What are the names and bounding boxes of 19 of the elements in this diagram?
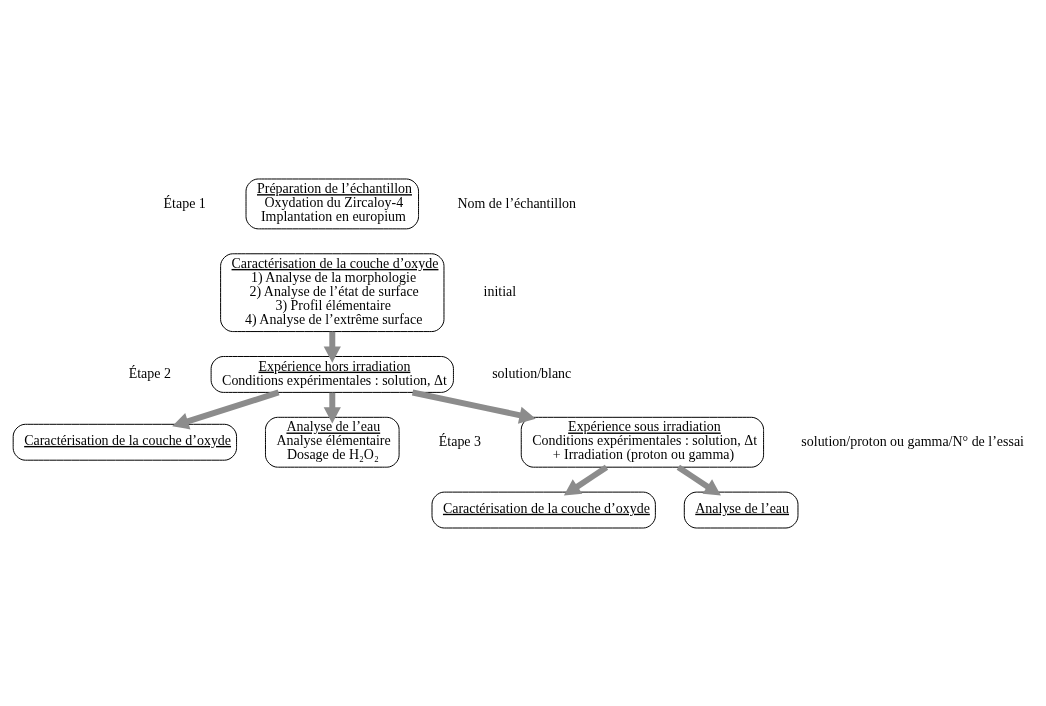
node-box: Expérience sous irradiation Conditions expérimentales : solution, Δt + Irradiation (proton ou gamma) [520,416,765,468]
arrow [411,389,536,424]
node-box: Caractérisation de la couche d’oxyde 1) Analyse de la morphologie 2) Analyse de l’état de surface 3) Profil élémentaire 4) Analyse de l’extrême surface [220,252,445,332]
label: solution/blanc [492,365,572,381]
arrow [563,464,609,496]
node-box: Préparation de l’échantillon Oxydation du Zircaloy-4 Implantation en europium [245,178,420,229]
label: solution/proton ou gamma/N° de l’essai [801,433,1024,449]
label: Étape 1 [163,195,206,211]
node-box: Caractérisation de la couche d’oxyde [12,423,238,461]
arrow [676,464,721,496]
node-box: Caractérisation de la couche d’oxyde [431,491,656,528]
label: Étape 3 [438,433,482,449]
label: Étape 2 [128,365,171,381]
node-box: Analyse de l’eau [683,491,799,528]
arrow [172,389,280,429]
label: Nom de l’échantillon [457,195,577,211]
node-box: Expérience hors irradiation Conditions expérimentales : solution, Δt [210,355,454,393]
label: initial [483,283,517,299]
node-box: Analyse de l’eau Analyse élémentaire Dosage de H₂O₂ [264,416,400,468]
